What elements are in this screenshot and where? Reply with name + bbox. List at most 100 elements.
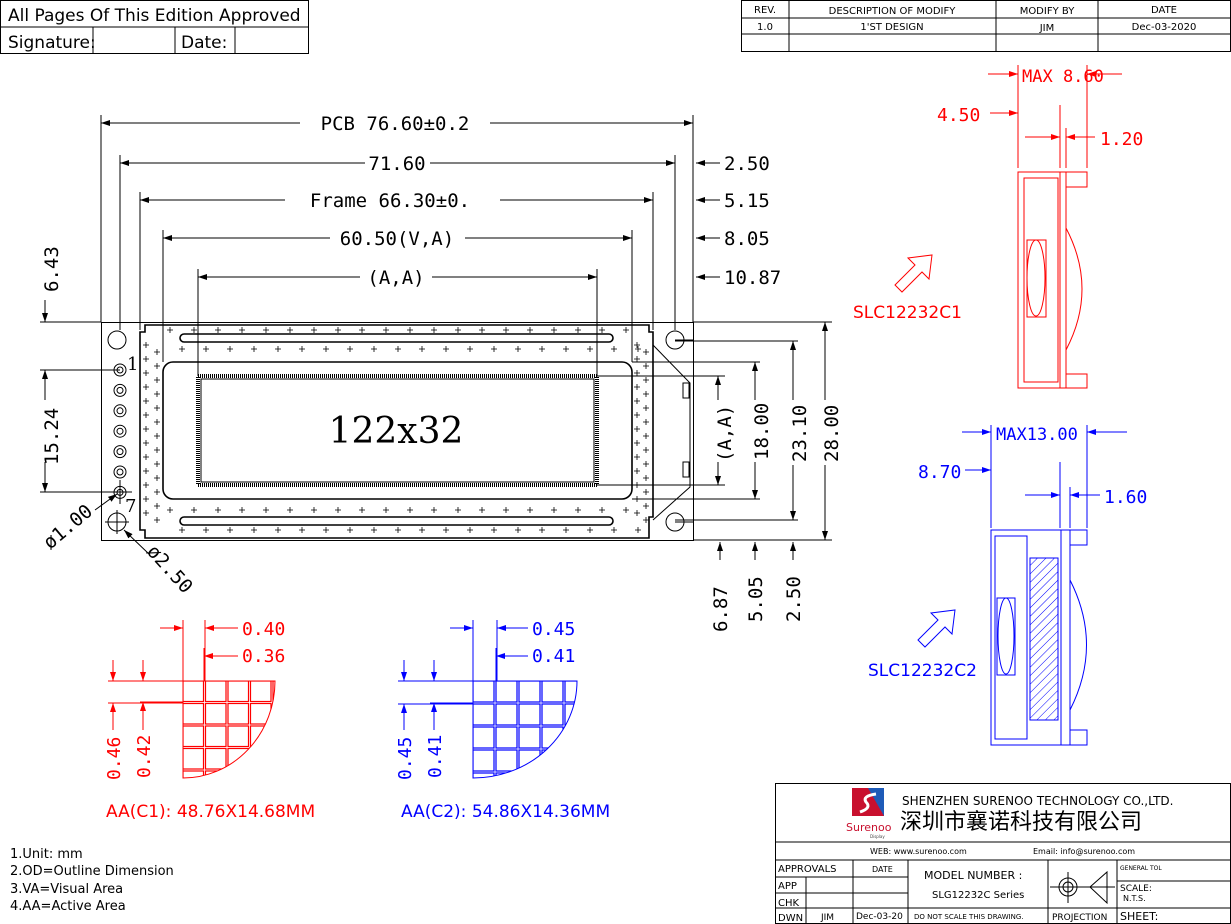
pin-pitch-dim: 15.24 (41, 408, 63, 465)
offset-dim-3: 8.05 (724, 228, 770, 250)
plus-mark (634, 440, 640, 446)
model-number: SLG12232C Series (932, 890, 1024, 901)
plus-mark (395, 527, 401, 533)
rev-header: REV. (754, 5, 776, 16)
pin-hole (116, 366, 124, 374)
plus-mark (371, 527, 377, 533)
plus-mark (551, 507, 557, 513)
plus-mark (643, 447, 649, 453)
plus-mark (643, 405, 649, 411)
plus-mark (215, 507, 221, 513)
plus-mark (643, 391, 649, 397)
plus-mark (563, 346, 569, 352)
plus-mark (323, 527, 329, 533)
plus-mark (634, 454, 640, 460)
plus-mark (455, 507, 461, 513)
plus-mark (359, 507, 365, 513)
plus-mark (599, 507, 605, 513)
c1-active-area: AA(C1): 48.76X14.68MM (106, 802, 315, 822)
plus-mark (203, 527, 209, 533)
plus-mark (239, 507, 245, 513)
side-view-c2: MAX13.00 8.70 1.60 SLC12232C2 (868, 425, 1147, 746)
plus-mark (167, 327, 173, 333)
pixel-cell (272, 770, 275, 778)
sheet-label: SHEET: (1120, 910, 1158, 923)
plus-mark (154, 405, 160, 411)
plus-mark (191, 507, 197, 513)
pcb-width-dim: PCB 76.60±0.2 (321, 113, 470, 135)
plus-mark (611, 527, 617, 533)
c1-dim-2: 1.20 (1100, 129, 1143, 150)
plus-mark (643, 419, 649, 425)
plus-mark (311, 507, 317, 513)
pin-hole (116, 407, 124, 415)
logo-text: Surenoo (846, 821, 892, 834)
plus-mark (143, 398, 149, 404)
plus-mark (143, 412, 149, 418)
projection-label: PROJECTION (1052, 913, 1107, 923)
model-number-label: MODEL NUMBER : (924, 869, 1022, 882)
plus-mark (539, 346, 545, 352)
plus-mark (467, 346, 473, 352)
plus-mark (634, 468, 640, 474)
approval-box: All Pages Of This Edition Approved Signa… (0, 0, 309, 54)
hole-pitch-dim: 71.60 (368, 153, 425, 175)
description-cell: 1'ST DESIGN (860, 22, 923, 33)
pixel-detail-c2: 0.45 0.41 0.45 0.41 AA(C2): 54.86X14.36M… (395, 619, 610, 822)
plus-mark (643, 461, 649, 467)
pixel-cell (518, 681, 541, 703)
plus-mark (467, 527, 473, 533)
plus-mark (635, 346, 641, 352)
plus-mark (563, 527, 569, 533)
pixel-cell (204, 681, 227, 703)
company-logo: Surenoo Display (846, 788, 892, 839)
plus-mark (431, 327, 437, 333)
plus-mark (263, 507, 269, 513)
approval-title: All Pages Of This Edition Approved (8, 6, 301, 26)
plus-mark (634, 370, 640, 376)
pin-centerline (108, 480, 132, 504)
plus-mark (634, 510, 640, 516)
top-offset-dim: 6.43 (41, 246, 63, 292)
pin-1-label: 1 (127, 354, 138, 375)
pin-7-label: 7 (125, 496, 136, 517)
drawn-date: Dec-03-20 (856, 912, 903, 922)
pin-pad (113, 404, 127, 418)
pixel-cell (564, 749, 577, 772)
plus-mark (311, 327, 317, 333)
plus-mark (323, 346, 329, 352)
right-dimensions: (A,A) 18.00 23.10 28.00 6.87 5.05 2.50 (597, 321, 843, 632)
pixel-cell (227, 770, 250, 778)
plus-mark (599, 327, 605, 333)
plus-mark (227, 346, 233, 352)
pcb-height-dim: 28.00 (821, 405, 843, 462)
plus-mark (419, 527, 425, 533)
plus-mark (251, 346, 257, 352)
side-view-c1: MAX 8.60 4.50 1.20 SLC12232C1 (853, 65, 1143, 389)
aa-width-dim: (A,A) (367, 267, 424, 289)
bottom-offset-3: 2.50 (783, 576, 805, 622)
plus-mark (551, 327, 557, 333)
pin-pad (113, 424, 127, 438)
pixel-grid-c1 (183, 681, 275, 778)
pixel-cell (495, 772, 518, 778)
projection-symbol-icon (1050, 870, 1115, 905)
pixel-cell (564, 703, 577, 726)
c1-pixel-pitch-h: 0.46 (104, 737, 125, 780)
description-header: DESCRIPTION OF MODIFY (829, 6, 957, 17)
connector-pins (108, 363, 132, 504)
pixel-cell (204, 725, 227, 748)
pixel-cell (183, 770, 205, 778)
plus-mark (455, 327, 461, 333)
pin-pad (113, 383, 127, 397)
pixel-cell (183, 681, 205, 703)
plus-mark (143, 342, 149, 348)
plus-mark (347, 346, 353, 352)
c2-model-label: SLC12232C2 (868, 661, 977, 681)
c2-dim-2: 1.60 (1104, 487, 1147, 508)
email-address: Email: info@surenoo.com (1033, 847, 1135, 856)
pixel-cell (272, 725, 275, 748)
plus-mark (167, 507, 173, 513)
c2-pixel-h: 0.41 (425, 735, 446, 778)
